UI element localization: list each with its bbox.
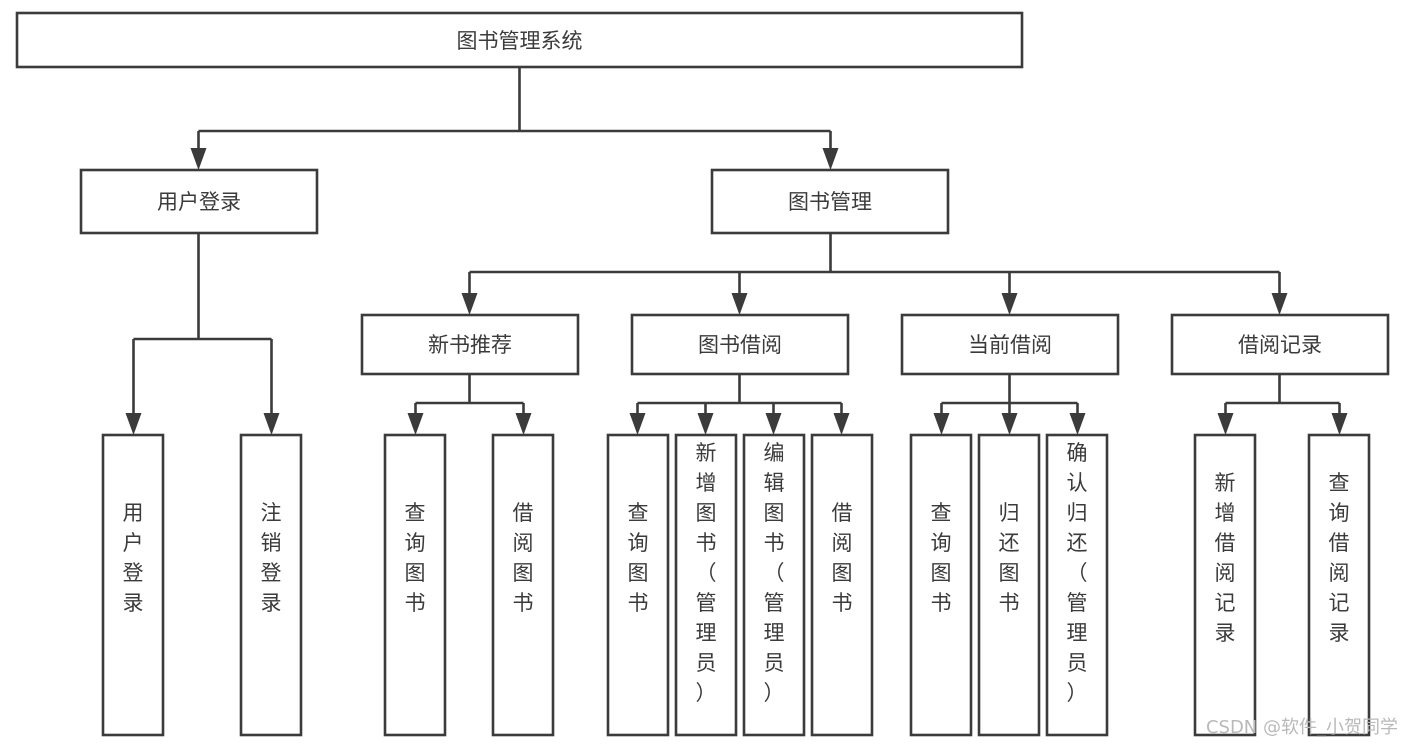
node-leaf-add-book-box[interactable]	[674, 433, 738, 737]
node-leaf-query-book-2-label: 查询图书	[628, 501, 649, 615]
node-leaf-query-record-box[interactable]	[1307, 433, 1371, 737]
arrow-head-book-management	[822, 148, 839, 170]
node-current-borrow-label: 当前借阅	[968, 333, 1052, 357]
node-leaf-edit-book-box[interactable]	[742, 433, 806, 737]
node-leaf-confirm-return-box[interactable]	[1045, 433, 1109, 737]
node-leaf-edit-book-label: 编辑图书（管理员）	[764, 441, 785, 705]
node-leaf-query-book-1[interactable]: 查询图书	[383, 433, 447, 737]
node-leaf-add-book-label: 新增图书（管理员）	[696, 441, 717, 705]
arrow-head-leaf-edit-book	[765, 413, 782, 435]
arrow-head-borrow-record	[1271, 293, 1288, 315]
node-book-borrow-box[interactable]	[630, 313, 850, 376]
arrow-head-leaf-query-book-1	[407, 413, 424, 435]
arrow-head-leaf-user-login	[125, 413, 142, 435]
arrow-head-user-login	[190, 148, 207, 170]
node-leaf-query-book-2[interactable]: 查询图书	[606, 433, 670, 737]
node-leaf-logout-box[interactable]	[239, 433, 303, 737]
node-root[interactable]: 图书管理系统	[15, 11, 1024, 69]
node-borrow-record-box[interactable]	[1170, 313, 1390, 376]
arrow-head-book-borrow	[731, 293, 748, 315]
arrow-head-leaf-confirm-return	[1069, 413, 1086, 435]
node-user-login-label: 用户登录	[157, 190, 241, 214]
node-leaf-borrow-book-2-label: 借阅图书	[832, 501, 853, 615]
node-leaf-query-book-1-box[interactable]	[383, 433, 447, 737]
arrow-head-leaf-add-record	[1217, 413, 1234, 435]
arrow-head-new-book-recommend	[461, 293, 478, 315]
node-user-login[interactable]: 用户登录	[79, 168, 319, 235]
node-leaf-query-record-label: 查询借阅记录	[1329, 471, 1350, 645]
node-leaf-add-record-label: 新增借阅记录	[1215, 471, 1236, 645]
node-book-management-label: 图书管理	[788, 190, 872, 214]
node-leaf-logout[interactable]: 注销登录	[239, 433, 303, 737]
node-user-login-box[interactable]	[79, 168, 319, 235]
arrow-head-leaf-add-book	[697, 413, 714, 435]
node-book-management[interactable]: 图书管理	[710, 168, 950, 235]
connector-layer	[125, 67, 1348, 435]
node-new-book-recommend[interactable]: 新书推荐	[360, 313, 580, 376]
arrow-head-leaf-return-book	[1001, 413, 1018, 435]
node-leaf-edit-book[interactable]: 编辑图书（管理员）	[742, 433, 806, 737]
node-leaf-add-record-box[interactable]	[1193, 433, 1257, 737]
arrow-head-leaf-borrow-book-2	[833, 413, 850, 435]
node-root-label: 图书管理系统	[457, 29, 583, 53]
node-new-book-recommend-label: 新书推荐	[428, 333, 512, 357]
arrow-head-leaf-query-record	[1331, 413, 1348, 435]
node-leaf-query-record[interactable]: 查询借阅记录	[1307, 433, 1371, 737]
node-leaf-user-login-box[interactable]	[101, 433, 165, 737]
arrow-head-leaf-borrow-book-1	[515, 413, 532, 435]
node-book-borrow[interactable]: 图书借阅	[630, 313, 850, 376]
node-leaf-borrow-book-2-box[interactable]	[810, 433, 874, 737]
node-leaf-borrow-book-1[interactable]: 借阅图书	[491, 433, 555, 737]
node-book-management-box[interactable]	[710, 168, 950, 235]
node-book-borrow-label: 图书借阅	[698, 333, 782, 357]
node-leaf-query-book-3-label: 查询图书	[931, 501, 952, 615]
arrow-head-leaf-query-book-2	[629, 413, 646, 435]
node-borrow-record-label: 借阅记录	[1238, 333, 1322, 357]
node-current-borrow[interactable]: 当前借阅	[900, 313, 1120, 376]
arrow-head-leaf-logout	[263, 413, 280, 435]
node-new-book-recommend-box[interactable]	[360, 313, 580, 376]
node-leaf-logout-label: 注销登录	[261, 501, 282, 615]
node-leaf-return-book[interactable]: 归还图书	[977, 433, 1041, 737]
node-borrow-record[interactable]: 借阅记录	[1170, 313, 1390, 376]
node-leaf-return-book-box[interactable]	[977, 433, 1041, 737]
node-leaf-user-login-label: 用户登录	[123, 501, 144, 615]
node-current-borrow-box[interactable]	[900, 313, 1120, 376]
node-leaf-user-login[interactable]: 用户登录	[101, 433, 165, 737]
node-leaf-borrow-book-2[interactable]: 借阅图书	[810, 433, 874, 737]
node-leaf-query-book-2-box[interactable]	[606, 433, 670, 737]
arrow-head-leaf-query-book-3	[933, 413, 950, 435]
node-leaf-confirm-return[interactable]: 确认归还（管理员）	[1045, 433, 1109, 737]
node-leaf-borrow-book-1-label: 借阅图书	[513, 501, 534, 615]
node-leaf-confirm-return-label: 确认归还（管理员）	[1067, 441, 1088, 705]
node-leaf-add-book[interactable]: 新增图书（管理员）	[674, 433, 738, 737]
node-leaf-add-record[interactable]: 新增借阅记录	[1193, 433, 1257, 737]
node-leaf-query-book-3[interactable]: 查询图书	[909, 433, 973, 737]
node-leaf-query-book-1-label: 查询图书	[405, 501, 426, 615]
node-leaf-return-book-label: 归还图书	[999, 501, 1020, 615]
node-root-box[interactable]	[15, 11, 1024, 69]
node-leaf-borrow-book-1-box[interactable]	[491, 433, 555, 737]
arrow-head-current-borrow	[1001, 293, 1018, 315]
watermark-label: CSDN @软件_小贺同学	[1206, 717, 1398, 738]
node-leaf-query-book-3-box[interactable]	[909, 433, 973, 737]
